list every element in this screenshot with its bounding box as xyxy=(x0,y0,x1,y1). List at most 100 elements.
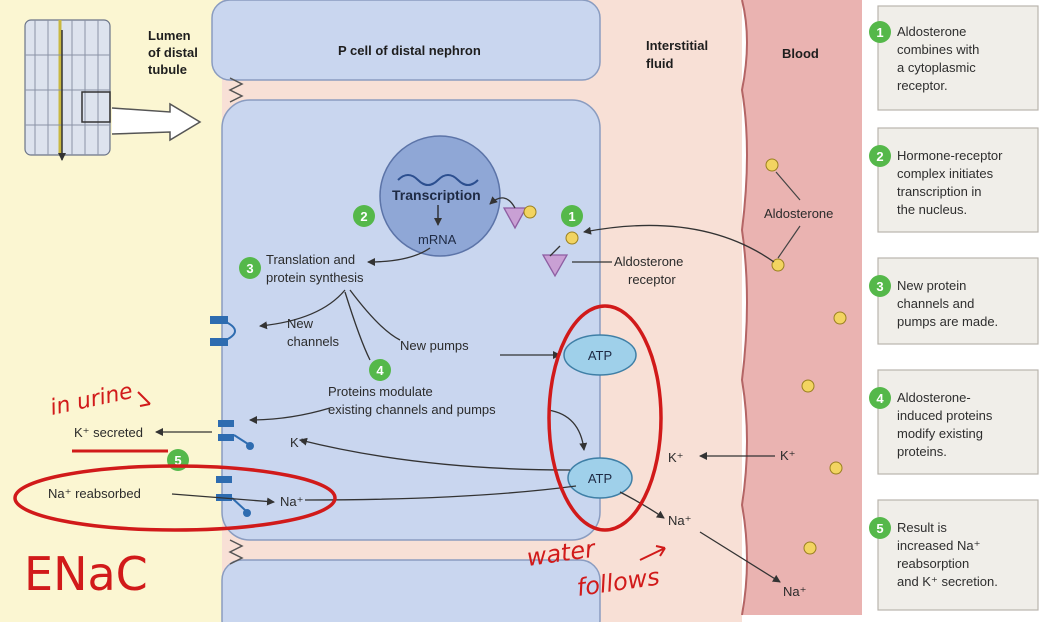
aldosterone-receptor-label-2: receptor xyxy=(628,272,676,287)
interstitial-header-1: Interstitial xyxy=(646,38,708,53)
atp-pump-top-label: ATP xyxy=(588,348,612,363)
k-channel-icon xyxy=(218,420,254,450)
arrow-receptor-binding xyxy=(549,245,561,257)
step-card-3-num: 3 xyxy=(876,279,883,294)
step-card-5-line: Result is xyxy=(897,520,947,535)
atp-pump-bottom xyxy=(567,457,633,499)
aldosterone-molecule xyxy=(833,311,847,325)
k-ion-blood: K⁺ xyxy=(780,448,796,463)
capillary-wall xyxy=(740,0,748,616)
step-badge-3 xyxy=(239,257,261,279)
aldosterone-molecule xyxy=(771,258,785,272)
step-card-2-num: 2 xyxy=(876,149,883,164)
interstitial-header-2: fluid xyxy=(646,56,673,71)
na-ion-blood: Na⁺ xyxy=(783,584,806,599)
step-badge-2-text: 2 xyxy=(360,209,367,224)
tight-junction-top xyxy=(228,77,244,103)
aldosterone-pointer xyxy=(777,225,801,259)
na-highlight-circle xyxy=(13,464,337,532)
cell-top-neighbor xyxy=(211,0,601,81)
step-card-4-line: Aldosterone- xyxy=(897,390,971,405)
step-badge-4-text: 4 xyxy=(376,363,384,378)
step-card-2-line: Hormone-receptor xyxy=(897,148,1003,163)
lumen-header-1: Lumen xyxy=(148,28,191,43)
step-badge-4 xyxy=(369,359,391,381)
arrow-to-modulate-stem xyxy=(344,291,371,361)
step-badge-5-text: 5 xyxy=(174,453,181,468)
aldosterone-blood-label: Aldosterone xyxy=(764,206,833,221)
k-ion-cell: K⁺ xyxy=(290,435,306,450)
aldosterone-receptor-label-1: Aldosterone xyxy=(614,254,683,269)
step-card-3-line: New protein xyxy=(897,278,966,293)
step-card-4-line: induced proteins xyxy=(897,408,993,423)
enac-annotation: ENaC xyxy=(24,547,148,601)
arrow-k-into-cell xyxy=(299,437,571,471)
p-cell-header: P cell of distal nephron xyxy=(338,43,481,58)
arrow-to-new-channels xyxy=(259,289,346,330)
atp-pump-bottom-label: ATP xyxy=(588,471,612,486)
step-card-5-line: reabsorption xyxy=(897,556,969,571)
arrow-aldosterone-entry xyxy=(583,224,775,263)
transcription-label: Transcription xyxy=(392,187,481,203)
step-badge-1-text: 1 xyxy=(568,209,575,224)
water-arrow xyxy=(639,545,666,561)
arrow-to-new-pumps-stem xyxy=(349,289,401,341)
na-reabsorbed-label: Na⁺ reabsorbed xyxy=(48,486,141,501)
bound-aldosterone xyxy=(523,205,537,219)
aldosterone-molecule xyxy=(765,158,779,172)
aldosterone-molecule-cell xyxy=(565,231,579,245)
step-card-2-line: transcription in xyxy=(897,184,982,199)
arrow-modulate-to-pump xyxy=(547,409,588,451)
step-badge-1 xyxy=(561,205,583,227)
step-card-2-line: complex initiates xyxy=(897,166,994,181)
atp-pump-top xyxy=(563,334,637,376)
step-card-3: 3 New protein channels and pumps are mad… xyxy=(869,257,1039,345)
step-card-4-line: modify existing xyxy=(897,426,983,441)
aldosterone-pointer xyxy=(775,171,801,201)
step-card-1-line: combines with xyxy=(897,42,979,57)
atp-highlight-circle xyxy=(547,304,663,532)
step-card-1-line: Aldosterone xyxy=(897,24,966,39)
translation-label-1: Translation and xyxy=(266,252,355,267)
arrow-receptor-to-nucleus xyxy=(489,196,516,209)
arrow-na-to-pump xyxy=(304,485,577,501)
arrow-na-to-blood xyxy=(699,531,781,583)
step-card-3-line: channels and xyxy=(897,296,974,311)
step-card-4-line: proteins. xyxy=(897,444,947,459)
step-card-4-num: 4 xyxy=(876,391,884,406)
step-card-1: 1 Aldosterone combines with a cytoplasmi… xyxy=(869,5,1039,111)
step-card-5-line: increased Na⁺ xyxy=(897,538,980,553)
zoom-arrow xyxy=(111,102,202,142)
new-channel-icon xyxy=(210,316,236,346)
tight-junction-bottom xyxy=(228,539,244,565)
step-card-2-line: the nucleus. xyxy=(897,202,967,217)
modulate-label-2: existing channels and pumps xyxy=(328,402,496,417)
k-ion-interstitial: K⁺ xyxy=(668,450,684,465)
step-card-5-num: 5 xyxy=(876,521,883,536)
step-card-1-num: 1 xyxy=(876,25,883,40)
cell-bottom-neighbor xyxy=(221,559,601,627)
arrow-modulate-to-channel xyxy=(249,407,331,424)
step-card-5-line: and K⁺ secretion. xyxy=(897,574,998,589)
step-badge-2 xyxy=(353,205,375,227)
step-card-4: 4 Aldosterone- induced proteins modify e… xyxy=(869,369,1039,475)
step-badge-3-text: 3 xyxy=(246,261,253,276)
new-channels-label-2: channels xyxy=(287,334,340,349)
step-card-3-line: pumps are made. xyxy=(897,314,998,329)
nucleus xyxy=(379,135,501,257)
mrna-label: mRNA xyxy=(418,232,457,247)
na-ion-interstitial: Na⁺ xyxy=(668,513,691,528)
lumen-header-2: of distal xyxy=(148,45,198,60)
step-card-1-line: a cytoplasmic xyxy=(897,60,976,75)
arrow-na-out xyxy=(619,491,665,519)
aldosterone-molecule xyxy=(829,461,843,475)
step-card-2: 2 Hormone-receptor complex initiates tra… xyxy=(869,127,1039,233)
arrow-na-reabsorption xyxy=(171,493,275,506)
aldosterone-receptor-icon xyxy=(541,254,569,278)
k-secreted-label: K⁺ secreted xyxy=(74,425,143,440)
in-urine-arrow xyxy=(137,391,151,407)
tubule-icon xyxy=(24,19,111,161)
lumen-header-3: tubule xyxy=(148,62,187,77)
